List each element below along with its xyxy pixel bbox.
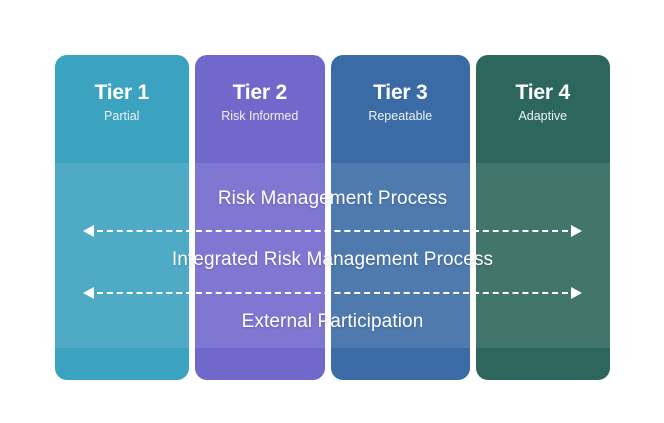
tier-subtitle-3: Repeatable <box>368 109 433 124</box>
tier-subtitle-1: Partial <box>104 109 140 124</box>
tier-title-3: Tier 3 <box>373 81 428 104</box>
tier-column-1[interactable]: Tier 1 Partial <box>55 55 189 380</box>
tier-subtitle-2: Risk Informed <box>221 109 299 124</box>
tier-column-3[interactable]: Tier 3 Repeatable <box>331 55 470 380</box>
tier-title-4: Tier 4 <box>515 81 571 104</box>
tier-subtitle-4: Adaptive <box>518 109 568 124</box>
tier-column-4[interactable]: Tier 4 Adaptive <box>475 55 611 380</box>
tier-header-3: Tier 3 Repeatable <box>331 81 469 124</box>
tier-header-2: Tier 2 Risk Informed <box>195 81 326 124</box>
tier-column-2[interactable]: Tier 2 Risk Informed <box>194 55 326 380</box>
tier-header-4: Tier 4 Adaptive <box>476 81 611 124</box>
tiers-diagram: Tier 1 Partial Tier 2 Risk Informed Tier… <box>55 55 611 380</box>
tier-title-2: Tier 2 <box>232 81 288 104</box>
tier-header-1: Tier 1 Partial <box>55 81 189 124</box>
tier-column-list: Tier 1 Partial Tier 2 Risk Informed Tier… <box>55 55 611 380</box>
tier-title-1: Tier 1 <box>94 81 150 104</box>
